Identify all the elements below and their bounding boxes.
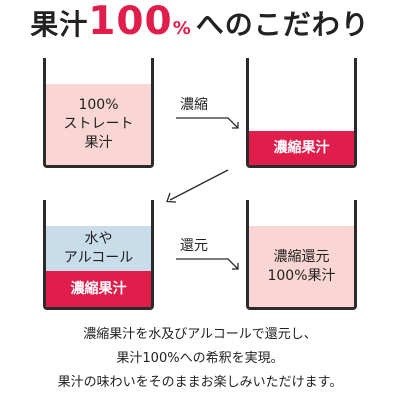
water-alcohol-line-2: アルコール xyxy=(63,249,134,266)
restore-arrow xyxy=(176,258,239,270)
title-percent: % xyxy=(172,18,192,39)
page-title: 果汁100%へのこだわり xyxy=(0,2,400,49)
concentrate-arrow-head xyxy=(232,122,239,129)
beaker-restored-juice: 濃縮還元 100%果汁 xyxy=(246,200,357,310)
diagonal-arrow xyxy=(169,169,229,201)
beaker-straight-juice: 100% ストレート 果汁 xyxy=(43,58,154,168)
restored-juice-line-2: 100%果汁 xyxy=(267,267,336,284)
mixed-concentrate-label: 濃縮果汁 xyxy=(70,281,127,297)
beaker-concentrated-juice: 濃縮果汁 xyxy=(246,58,357,168)
title-number: 100 xyxy=(88,0,173,44)
caption-line-2: 果汁100%への希釈を実現。 xyxy=(116,351,284,366)
title-prefix: 果汁 xyxy=(30,8,89,41)
water-alcohol-line-1: 水や xyxy=(84,230,113,247)
straight-juice-liquid: 100% ストレート 果汁 xyxy=(46,84,151,165)
beaker-mixed: 水や アルコール 濃縮果汁 xyxy=(43,200,154,310)
mixed-concentrate-layer: 濃縮果汁 xyxy=(46,271,151,307)
concentrated-juice-label: 濃縮果汁 xyxy=(273,140,330,156)
straight-juice-line-2: ストレート xyxy=(63,116,134,132)
straight-juice-line-1: 100% xyxy=(78,97,119,113)
restore-arrow-label: 還元 xyxy=(180,238,208,254)
concentrate-arrow xyxy=(176,117,239,129)
restored-juice-line-1: 濃縮還元 xyxy=(273,248,330,265)
caption-line-1: 濃縮果汁を水及びアルコールで還元し、 xyxy=(83,327,317,342)
concentrated-juice-liquid: 濃縮果汁 xyxy=(249,131,354,165)
diagonal-arrow-head xyxy=(166,192,177,203)
water-alcohol-layer: 水や アルコール xyxy=(46,226,151,271)
straight-juice-line-3: 果汁 xyxy=(84,135,113,151)
caption-line-3: 果汁の味わいをそのままお楽しみいただけます。 xyxy=(57,375,343,390)
title-suffix: へのこだわり xyxy=(195,8,370,41)
restored-juice-liquid: 濃縮還元 100%果汁 xyxy=(249,226,354,307)
restore-arrow-head xyxy=(232,263,239,270)
concentrate-arrow-label: 濃縮 xyxy=(180,97,208,113)
